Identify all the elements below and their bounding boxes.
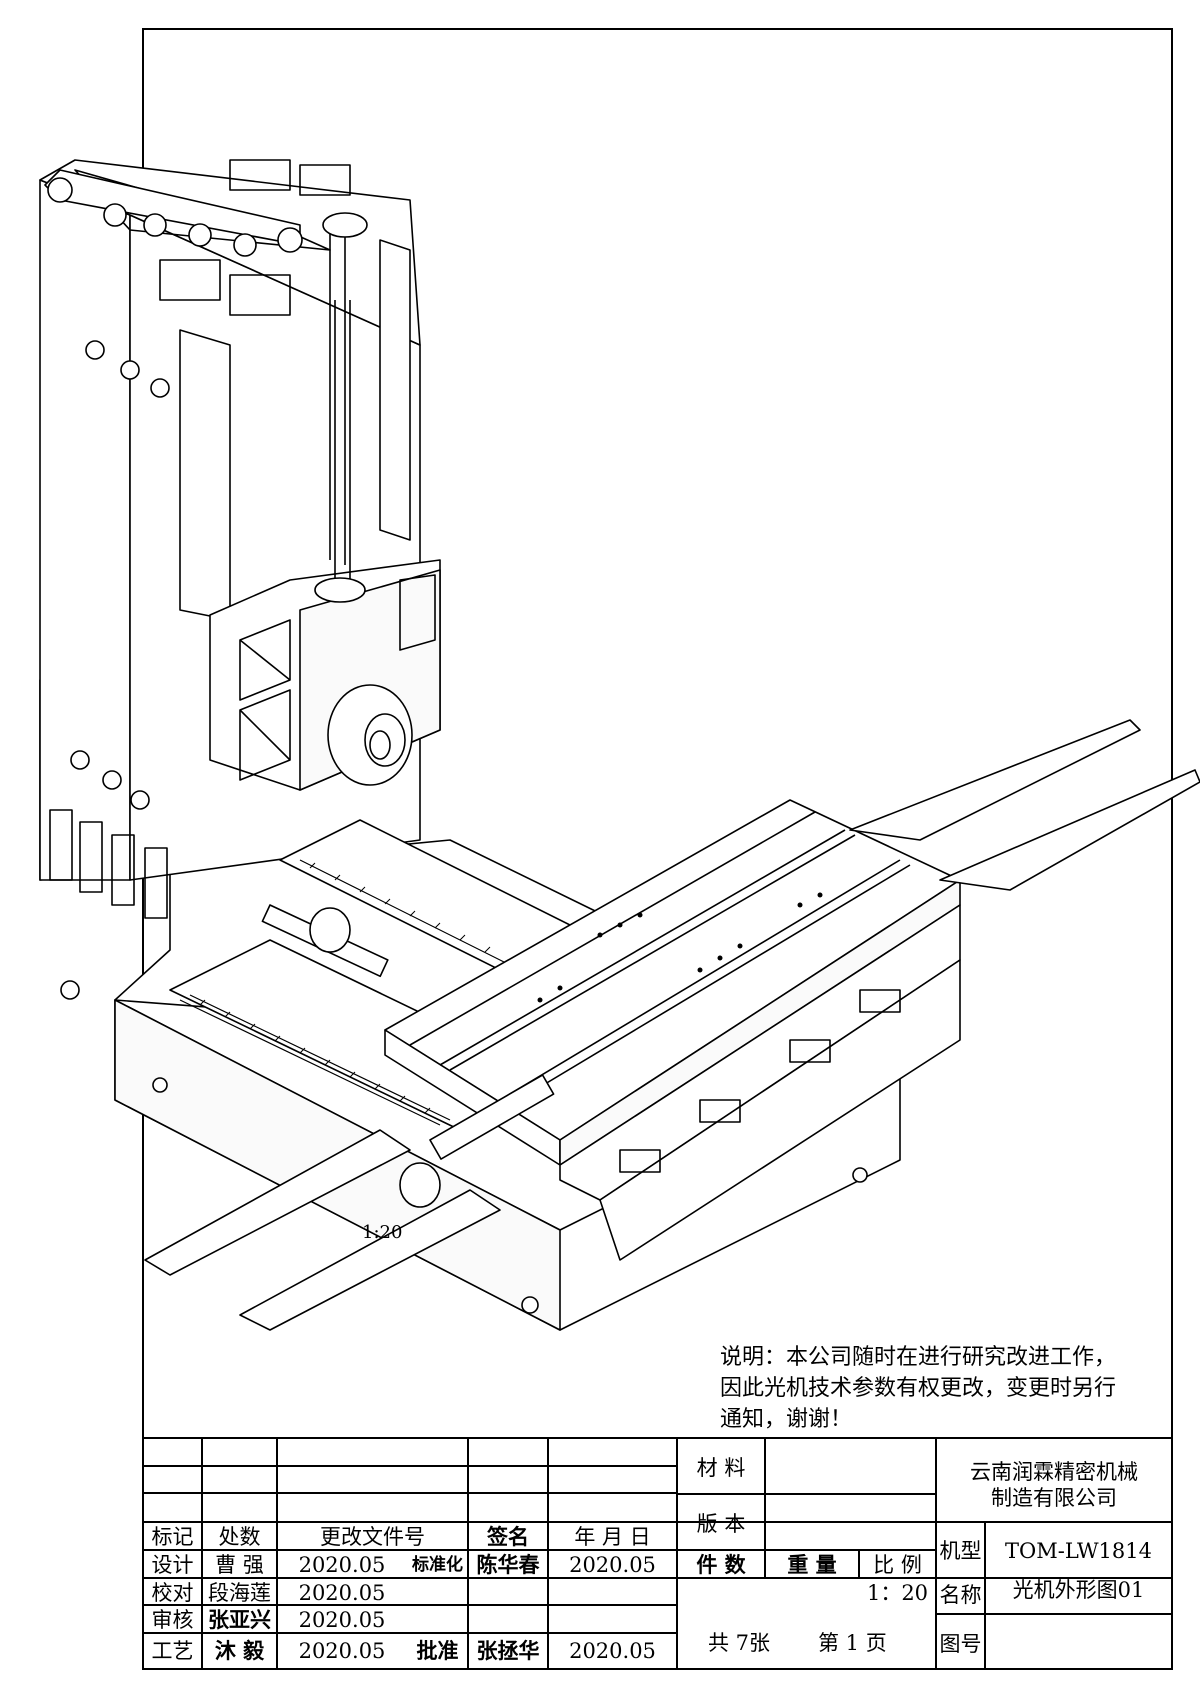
note-line-2: 因此光机技术参数有权更改，变更时另行 bbox=[720, 1376, 1117, 1401]
header-date: 年 月 日 bbox=[574, 1525, 651, 1549]
row4-role: 工艺 bbox=[151, 1639, 194, 1663]
row1-date: 2020.05 bbox=[298, 1553, 386, 1577]
row3-date: 2020.05 bbox=[298, 1608, 386, 1632]
row1-role2: 标准化 bbox=[412, 1555, 463, 1575]
page-number: 第 1 页 bbox=[818, 1631, 887, 1655]
drawing-note: 说明：本公司随时在进行研究改进工作， 因此光机技术参数有权更改，变更时另行 通知… bbox=[720, 1342, 1116, 1435]
sheet-count: 共 7张 bbox=[708, 1631, 771, 1655]
company-line-1: 云南润霖精密机械 bbox=[970, 1460, 1138, 1484]
scale-value: 1：20 bbox=[866, 1581, 929, 1605]
row2-name: 段海莲 bbox=[208, 1581, 271, 1605]
row2-date: 2020.05 bbox=[298, 1581, 386, 1605]
note-line-1: 说明：本公司随时在进行研究改进工作， bbox=[720, 1345, 1117, 1370]
row3-name: 张亚兴 bbox=[208, 1607, 271, 1632]
header-mark: 标记 bbox=[151, 1525, 194, 1549]
row1-name: 曹 强 bbox=[215, 1553, 264, 1577]
name-label: 名称 bbox=[939, 1583, 982, 1607]
name-value: 光机外形图01 bbox=[1012, 1578, 1145, 1602]
weight-label: 重 量 bbox=[787, 1552, 837, 1577]
row1-role: 设计 bbox=[151, 1553, 194, 1577]
row4-role2: 批准 bbox=[416, 1638, 459, 1663]
row4-date: 2020.05 bbox=[298, 1639, 386, 1663]
machine-drawing bbox=[39, 159, 1200, 1331]
row4-name: 沐 毅 bbox=[214, 1638, 265, 1663]
version-label: 版 本 bbox=[696, 1512, 746, 1536]
row4-date2: 2020.05 bbox=[569, 1639, 656, 1663]
header-count: 处数 bbox=[218, 1525, 261, 1549]
cover-right-upper bbox=[849, 719, 1141, 841]
company-line-2: 制造有限公司 bbox=[991, 1486, 1117, 1510]
header-change-doc: 更改文件号 bbox=[320, 1525, 425, 1549]
material-label: 材 料 bbox=[696, 1456, 746, 1480]
cover-left-lower bbox=[239, 1189, 501, 1331]
drawing-no-label: 图号 bbox=[939, 1632, 982, 1656]
model-label: 机型 bbox=[939, 1539, 982, 1563]
drawing-scale-mark: 1:20 bbox=[362, 1222, 403, 1243]
note-line-3: 通知，谢谢！ bbox=[720, 1407, 853, 1432]
scale-label: 比 例 bbox=[873, 1553, 922, 1577]
row4-name2: 张拯华 bbox=[476, 1638, 540, 1663]
qty-label: 件 数 bbox=[696, 1552, 746, 1577]
row2-role: 校对 bbox=[151, 1581, 194, 1605]
model-value: TOM-LW1814 bbox=[1005, 1539, 1152, 1563]
header-signature: 签名 bbox=[487, 1524, 529, 1549]
cover-right-lower bbox=[939, 769, 1200, 891]
row3-role: 审核 bbox=[151, 1608, 194, 1632]
title-block-grid bbox=[143, 1437, 1172, 1669]
cover-left-upper bbox=[144, 1129, 411, 1276]
row1-date2: 2020.05 bbox=[569, 1553, 656, 1577]
row1-name2: 陈华春 bbox=[476, 1552, 540, 1577]
